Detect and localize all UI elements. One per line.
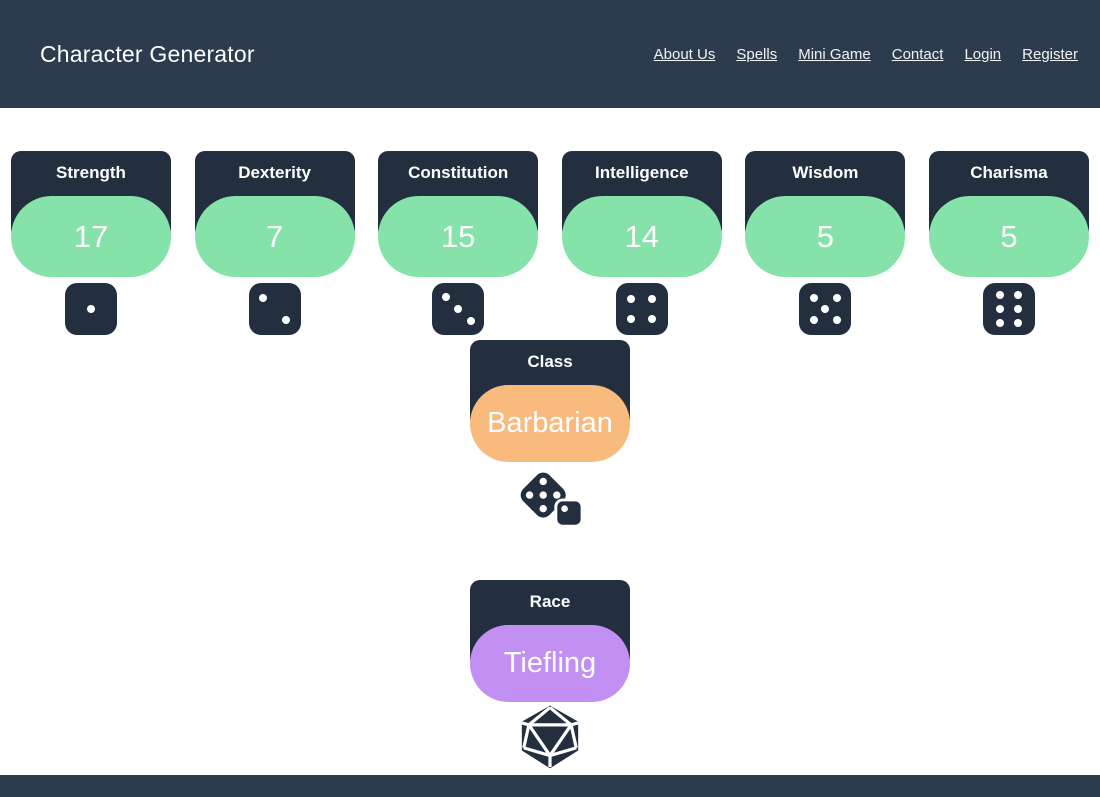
die-pip <box>627 315 636 324</box>
class-label: Class <box>527 352 573 371</box>
main-nav: About Us Spells Mini Game Contact Login … <box>654 46 1078 63</box>
stat-value: 15 <box>440 218 476 254</box>
nav-link-register[interactable]: Register <box>1022 45 1078 63</box>
six-sided-die-icon[interactable] <box>248 283 301 335</box>
stat-value: 14 <box>624 218 660 254</box>
stats-row: Strength 17 Dexterity 7 Constitution 15 <box>0 151 1100 335</box>
six-sided-die-icon[interactable] <box>982 283 1035 335</box>
die-pip <box>648 294 657 303</box>
die-pip <box>809 316 818 325</box>
die-pip <box>648 315 657 324</box>
die-pip <box>809 293 818 302</box>
nav-link-mini-game[interactable]: Mini Game <box>798 45 871 63</box>
stat-value-pill: 5 <box>745 196 906 277</box>
stat-value: 7 <box>265 218 284 254</box>
die-pip <box>1014 318 1023 327</box>
die-pip <box>627 294 636 303</box>
stat-label: Charisma <box>970 163 1048 182</box>
stat-value-pill: 15 <box>378 196 539 277</box>
die-pip <box>441 292 450 301</box>
stat-value: 17 <box>73 218 109 254</box>
footer-bar <box>0 775 1100 797</box>
stat-label: Strength <box>56 163 126 182</box>
class-value-pill: Barbarian <box>470 385 630 462</box>
race-card: Race Tiefling <box>0 580 1100 774</box>
die-pip <box>282 316 291 325</box>
stat-value-pill: 14 <box>561 196 722 277</box>
nav-link-contact[interactable]: Contact <box>891 45 944 63</box>
app-header: Character Generator About Us Spells Mini… <box>0 0 1100 108</box>
race-label: Race <box>529 592 571 611</box>
six-sided-die-icon[interactable] <box>799 283 852 335</box>
d20-die-icon[interactable] <box>518 705 582 774</box>
stat-value-pill: 7 <box>194 196 355 277</box>
class-value: Barbarian <box>487 407 613 439</box>
die-pip <box>1014 291 1023 300</box>
stat-value: 5 <box>1000 218 1018 254</box>
six-sided-die-icon[interactable] <box>432 283 485 335</box>
die-pip <box>259 293 268 302</box>
stat-value-pill: 5 <box>928 196 1089 277</box>
stat-card-dexterity: Dexterity 7 <box>194 151 355 335</box>
die-pip <box>995 318 1004 327</box>
six-sided-die-icon[interactable] <box>615 283 668 335</box>
die-pip <box>821 305 830 313</box>
die-pip <box>87 305 95 313</box>
stat-value-pill: 17 <box>11 196 171 277</box>
dice-pair-icon[interactable] <box>515 468 585 533</box>
stat-card-wisdom: Wisdom 5 <box>745 151 906 335</box>
nav-link-login[interactable]: Login <box>964 45 1002 63</box>
stat-label: Wisdom <box>792 163 859 182</box>
stat-card-charisma: Charisma 5 <box>928 151 1089 335</box>
stat-card-strength: Strength 17 <box>11 151 171 335</box>
die-pip <box>466 317 475 326</box>
race-value: Tiefling <box>503 647 597 679</box>
die-pip <box>1014 305 1023 313</box>
page-title: Character Generator <box>40 40 255 67</box>
stat-label: Constitution <box>408 163 509 182</box>
stat-card-intelligence: Intelligence 14 <box>561 151 722 335</box>
nav-link-about-us[interactable]: About Us <box>653 45 716 63</box>
die-pip <box>995 305 1004 313</box>
die-pip <box>832 293 841 302</box>
die-pip <box>832 316 841 325</box>
class-card: Class Barbarian <box>0 340 1100 533</box>
stat-label: Dexterity <box>238 163 311 182</box>
die-pip <box>995 291 1004 300</box>
die-pip <box>454 305 463 313</box>
six-sided-die-icon[interactable] <box>65 283 117 335</box>
nav-link-spells[interactable]: Spells <box>736 45 778 63</box>
stat-label: Intelligence <box>595 163 689 182</box>
stat-value: 5 <box>816 218 834 254</box>
race-value-pill: Tiefling <box>470 625 630 702</box>
stat-card-constitution: Constitution 15 <box>378 151 539 335</box>
